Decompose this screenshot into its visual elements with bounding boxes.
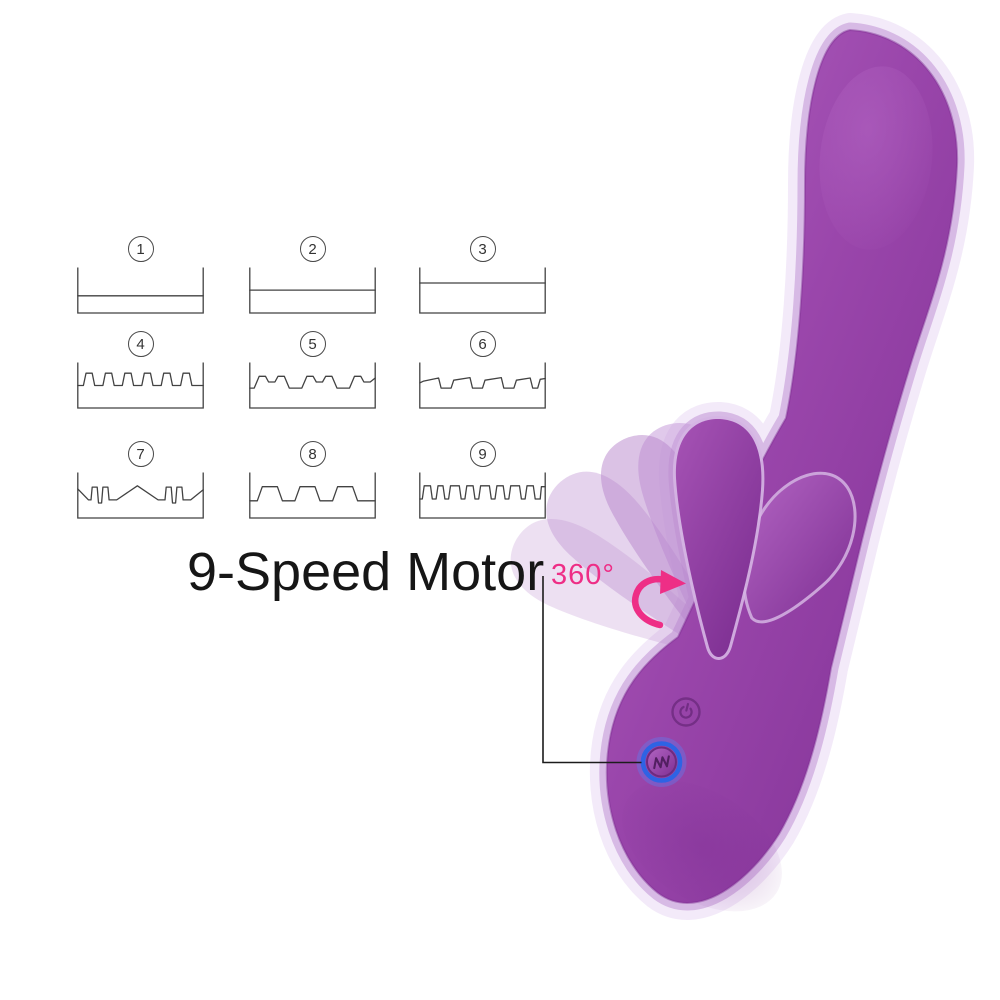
- speed-pattern: 1: [77, 236, 204, 314]
- speed-number-badge: 9: [469, 441, 496, 467]
- waveform-line: [77, 485, 204, 504]
- speed-pattern: 4: [77, 331, 204, 409]
- waveform-box: [249, 472, 376, 519]
- speed-pattern: 9: [419, 441, 546, 519]
- vibration-mode-button-icon: [636, 737, 687, 787]
- waveform-frame: [77, 267, 204, 314]
- speed-number-badge: 1: [127, 236, 154, 262]
- rotation-360-label: 360°: [551, 559, 615, 591]
- speed-number-badge: 6: [469, 331, 496, 357]
- speed-number-badge: 3: [469, 236, 496, 262]
- waveform-line: [77, 372, 204, 387]
- waveform-box: [77, 362, 204, 409]
- speed-pattern: 8: [249, 441, 376, 519]
- waveform-line: [419, 485, 546, 500]
- base-shadow: [622, 780, 782, 912]
- waveform-box: [77, 267, 204, 314]
- speed-number-badge: 4: [127, 331, 154, 357]
- waveform-frame: [77, 472, 204, 519]
- headline: 9-Speed Motor: [187, 542, 545, 602]
- rotation-arrow-icon: [631, 570, 686, 629]
- speed-pattern: 2: [249, 236, 376, 314]
- waveform-box: [419, 472, 546, 519]
- waveform-frame: [419, 472, 546, 519]
- speed-number-badge: 7: [127, 441, 154, 467]
- blue-highlight-ring: [640, 741, 683, 783]
- waveform-frame: [249, 362, 376, 409]
- connector-line: [542, 576, 642, 764]
- power-button-icon: [671, 697, 701, 727]
- waveform-line: [249, 375, 376, 389]
- speed-pattern: 6: [419, 331, 546, 409]
- speed-pattern: 3: [419, 236, 546, 314]
- waveform-box: [77, 472, 204, 519]
- speed-number-badge: 2: [299, 236, 326, 262]
- vibration-wave-icon: [653, 755, 670, 770]
- waveform-line: [249, 486, 376, 502]
- waveform-box: [419, 267, 546, 314]
- waveform-frame: [249, 472, 376, 519]
- waveform-frame: [419, 267, 546, 314]
- device-body: [605, 29, 959, 912]
- speed-pattern: 7: [77, 441, 204, 519]
- waveform-frame: [419, 362, 546, 409]
- waveform-box: [249, 267, 376, 314]
- waveform-box: [249, 362, 376, 409]
- waveform-line: [419, 376, 546, 389]
- waveform-box: [419, 362, 546, 409]
- speed-pattern: 5: [249, 331, 376, 409]
- speed-number-badge: 8: [299, 441, 326, 467]
- head-highlight: [819, 66, 933, 250]
- speed-number-badge: 5: [299, 331, 326, 357]
